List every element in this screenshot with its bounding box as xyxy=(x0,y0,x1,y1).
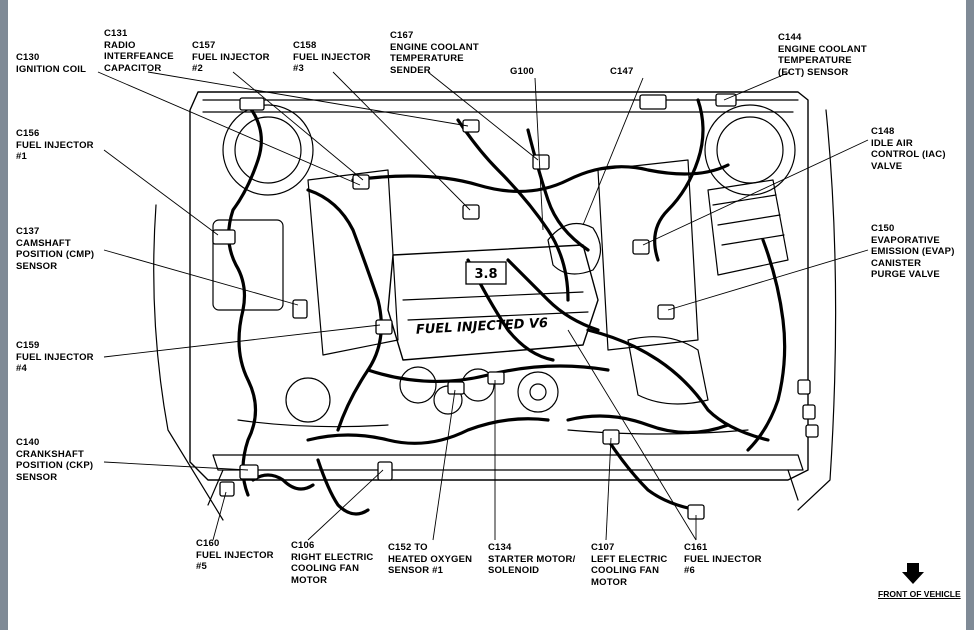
callout-c137: C137 CAMSHAFT POSITION (CMP) SENSOR xyxy=(16,226,95,272)
callout-c140: C140 CRANKSHAFT POSITION (CKP) SENSOR xyxy=(16,437,94,483)
engine-badge-group: 3.8 xyxy=(465,261,507,285)
connector-side-3 xyxy=(805,424,819,438)
right-strut-tower xyxy=(222,104,314,196)
callout-g100: G100 xyxy=(510,66,535,77)
left-strut-tower xyxy=(704,104,796,196)
front-arrow-icon xyxy=(902,563,924,584)
connector-injector-4 xyxy=(375,319,393,335)
connector-side-1 xyxy=(797,379,811,395)
connector-side-2 xyxy=(802,404,816,420)
coolant-reservoir xyxy=(627,336,709,405)
callout-c157: C157 FUEL INJECTOR #2 xyxy=(192,40,270,74)
callout-c106: C106 RIGHT ELECTRIC COOLING FAN MOTOR xyxy=(291,540,374,586)
callout-c147: C147 xyxy=(610,66,634,77)
callout-c160: C160 FUEL INJECTOR #5 xyxy=(196,538,274,572)
connector-iac xyxy=(632,239,650,255)
callout-c167: C167 ENGINE COOLANT TEMPERATURE SENDER xyxy=(390,30,479,76)
right-valve-cover xyxy=(307,169,399,356)
callout-c161: C161 FUEL INJECTOR #6 xyxy=(684,542,762,576)
wiring-harness xyxy=(227,98,787,516)
front-of-vehicle-label: FRONT OF VEHICLE xyxy=(878,589,961,599)
air-cleaner-box xyxy=(707,179,789,276)
connector-g147 xyxy=(639,94,667,110)
pulley-1 xyxy=(399,366,437,404)
connector-ect-sender xyxy=(532,154,550,170)
left-fender-line xyxy=(153,204,224,521)
callout-c134: C134 STARTER MOTOR/ SOLENOID xyxy=(488,542,576,576)
connector-injector-3 xyxy=(462,204,480,220)
callout-c148: C148 IDLE AIR CONTROL (IAC) VALVE xyxy=(871,126,946,172)
connector-right-fan xyxy=(377,461,393,481)
callout-c158: C158 FUEL INJECTOR #3 xyxy=(293,40,371,74)
harness-wrap xyxy=(228,104,786,451)
diagram-frame: 3.8 FUEL INJECTED V6 xyxy=(8,0,966,630)
connector-ignition-coil xyxy=(239,97,265,111)
connector-starter xyxy=(487,371,505,385)
callout-c150: C150 EVAPORATIVE EMISSION (EVAP) CANISTE… xyxy=(871,223,955,280)
battery xyxy=(212,219,284,311)
callout-c144: C144 ENGINE COOLANT TEMPERATURE (ECT) SE… xyxy=(778,32,867,78)
connector-injector-1 xyxy=(212,229,236,245)
left-cooling-fan xyxy=(567,429,749,435)
engine-stamp: FUEL INJECTED V6 xyxy=(416,316,549,338)
connector-radio-capacitor xyxy=(462,119,480,133)
left-valve-cover xyxy=(597,159,699,351)
connector-cmp xyxy=(292,299,308,319)
callout-c107: C107 LEFT ELECTRIC COOLING FAN MOTOR xyxy=(591,542,668,588)
connector-injector-5 xyxy=(219,481,235,497)
throttle-body xyxy=(547,222,602,275)
pulley-4 xyxy=(517,371,559,413)
connector-injector-2 xyxy=(352,174,370,190)
connector-evap xyxy=(657,304,675,320)
engine-bay-outline xyxy=(189,91,809,481)
leader-lines xyxy=(97,71,869,541)
connector-ho2s xyxy=(447,381,465,395)
fan-hub xyxy=(285,377,331,423)
callout-c159: C159 FUEL INJECTOR #4 xyxy=(16,340,94,374)
callout-c152: C152 TO HEATED OXYGEN SENSOR #1 xyxy=(388,542,473,576)
callout-c156: C156 FUEL INJECTOR #1 xyxy=(16,128,94,162)
radiator-support xyxy=(212,454,804,471)
engine-wiring-diagram: 3.8 FUEL INJECTED V6 xyxy=(97,71,869,541)
callout-c130: C130 IGNITION COIL xyxy=(16,52,87,75)
right-fender-line xyxy=(797,109,837,511)
callout-c131: C131 RADIO INTERFEANCE CAPACITOR xyxy=(104,28,174,74)
connector-ckp xyxy=(239,464,259,480)
engine-badge: 3.8 xyxy=(474,267,497,282)
firewall xyxy=(202,99,799,113)
